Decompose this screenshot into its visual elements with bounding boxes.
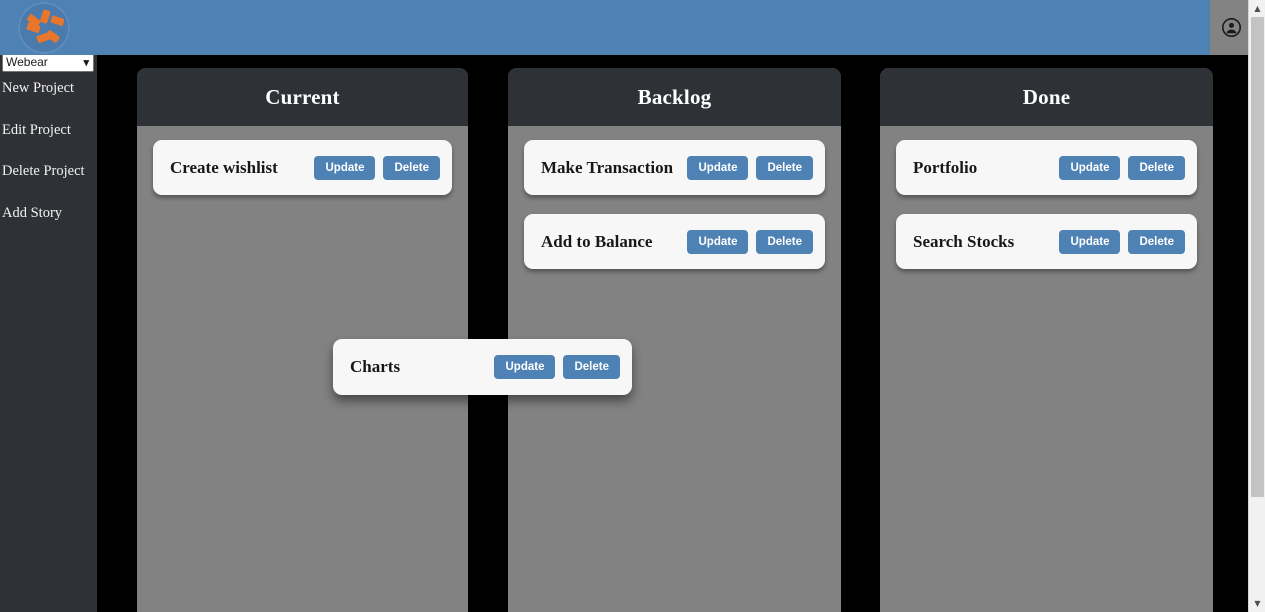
board-column-current: Current Create wishlist Update Delete bbox=[137, 68, 468, 612]
story-card-actions: Update Delete bbox=[687, 155, 813, 180]
kanban-board: Current Create wishlist Update Delete Ba… bbox=[0, 55, 1252, 612]
pinwheel-logo-icon bbox=[24, 8, 64, 48]
sidebar-nav: New Project Edit Project Delete Project … bbox=[0, 81, 97, 247]
delete-button[interactable]: Delete bbox=[383, 155, 440, 180]
project-select-value: Webear bbox=[6, 55, 48, 69]
column-header: Done bbox=[880, 68, 1213, 126]
account-menu-button[interactable] bbox=[1210, 0, 1252, 55]
top-header-bar bbox=[0, 0, 1252, 55]
story-card-actions: Update Delete bbox=[1059, 229, 1185, 254]
story-card-actions: Update Delete bbox=[314, 155, 440, 180]
story-card[interactable]: Search Stocks Update Delete bbox=[896, 214, 1197, 269]
scroll-up-arrow-icon[interactable]: ▲ bbox=[1254, 4, 1261, 13]
sidebar-item-new-project[interactable]: New Project bbox=[2, 80, 75, 96]
dragging-story-card[interactable]: Charts Update Delete bbox=[333, 339, 632, 395]
project-select[interactable]: Webear ▾ bbox=[2, 53, 94, 72]
story-card-actions: Update Delete bbox=[687, 229, 813, 254]
column-title: Backlog bbox=[637, 84, 712, 109]
story-card-title: Portfolio bbox=[913, 157, 978, 177]
delete-button[interactable]: Delete bbox=[756, 229, 813, 254]
scrollbar-thumb[interactable] bbox=[1251, 17, 1264, 497]
scroll-down-arrow-icon[interactable]: ▼ bbox=[1254, 599, 1261, 608]
sidebar: Webear ▾ New Project Edit Project Delete… bbox=[0, 53, 97, 612]
delete-button[interactable]: Delete bbox=[1128, 155, 1185, 180]
sidebar-item-delete-project[interactable]: Delete Project bbox=[2, 163, 85, 179]
column-card-list: Create wishlist Update Delete bbox=[137, 126, 468, 195]
story-card-title: Search Stocks bbox=[913, 231, 1015, 251]
story-card-title: Create wishlist bbox=[170, 157, 278, 177]
story-card[interactable]: Portfolio Update Delete bbox=[896, 140, 1197, 195]
story-card-actions: Update Delete bbox=[494, 355, 620, 379]
delete-button[interactable]: Delete bbox=[563, 355, 620, 379]
story-card-title: Make Transaction bbox=[541, 157, 674, 177]
update-button[interactable]: Update bbox=[494, 355, 556, 379]
update-button[interactable]: Update bbox=[1059, 155, 1121, 180]
update-button[interactable]: Update bbox=[314, 155, 376, 180]
update-button[interactable]: Update bbox=[687, 155, 749, 180]
vertical-scrollbar[interactable]: ▲ ▼ bbox=[1248, 0, 1265, 612]
board-column-done: Done Portfolio Update Delete Search Stoc… bbox=[880, 68, 1213, 612]
story-card-actions: Update Delete bbox=[1059, 155, 1185, 180]
chevron-down-icon: ▾ bbox=[83, 57, 89, 69]
story-card[interactable]: Make Transaction Update Delete bbox=[524, 140, 825, 195]
delete-button[interactable]: Delete bbox=[756, 155, 813, 180]
column-card-list: Make Transaction Update Delete Add to Ba… bbox=[508, 126, 841, 269]
update-button[interactable]: Update bbox=[687, 229, 749, 254]
story-card-title: Charts bbox=[350, 357, 401, 376]
column-title: Current bbox=[265, 84, 340, 109]
delete-button[interactable]: Delete bbox=[1128, 229, 1185, 254]
column-title: Done bbox=[1022, 84, 1071, 109]
app-logo[interactable] bbox=[18, 2, 70, 54]
account-circle-icon bbox=[1221, 18, 1241, 37]
sidebar-item-add-story[interactable]: Add Story bbox=[2, 204, 63, 221]
story-card-title: Add to Balance bbox=[541, 231, 653, 251]
story-card[interactable]: Create wishlist Update Delete bbox=[153, 140, 452, 195]
story-card[interactable]: Add to Balance Update Delete bbox=[524, 214, 825, 269]
update-button[interactable]: Update bbox=[1059, 229, 1121, 254]
column-header: Current bbox=[137, 68, 468, 126]
sidebar-item-edit-project[interactable]: Edit Project bbox=[2, 121, 71, 138]
column-header: Backlog bbox=[508, 68, 841, 126]
column-card-list: Portfolio Update Delete Search Stocks Up… bbox=[880, 126, 1213, 269]
